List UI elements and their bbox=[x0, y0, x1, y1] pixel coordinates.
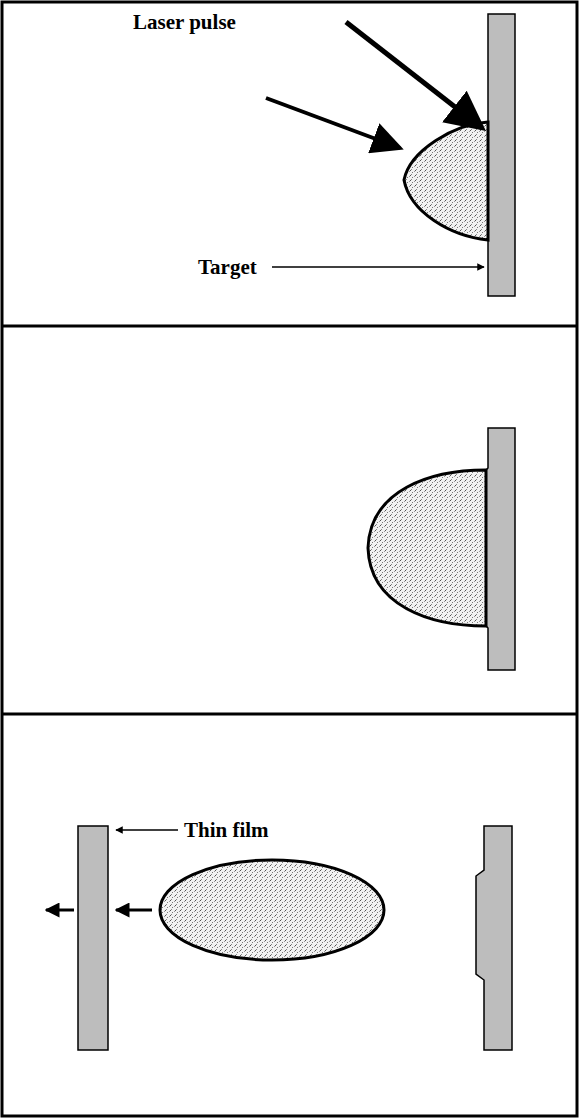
target-plate bbox=[476, 826, 512, 1050]
label-laser-pulse: Laser pulse bbox=[133, 12, 236, 33]
leader-arrow bbox=[272, 266, 484, 268]
leader-arrow bbox=[116, 829, 178, 831]
motion-arrow bbox=[46, 909, 74, 912]
label-target: Target bbox=[198, 257, 257, 278]
panel-divider bbox=[2, 325, 577, 328]
target-plate bbox=[484, 428, 515, 670]
label-thin-film: Thin film bbox=[184, 820, 269, 841]
laser-arrow bbox=[346, 22, 482, 128]
thin-film-plate bbox=[78, 826, 108, 1050]
motion-arrow bbox=[116, 909, 152, 912]
plasma-plume bbox=[404, 122, 488, 240]
target-plate bbox=[488, 14, 515, 296]
laser-arrow bbox=[266, 98, 400, 148]
plasma-plume bbox=[368, 470, 486, 626]
panel-divider bbox=[2, 713, 577, 716]
plasma-plume bbox=[160, 860, 384, 960]
